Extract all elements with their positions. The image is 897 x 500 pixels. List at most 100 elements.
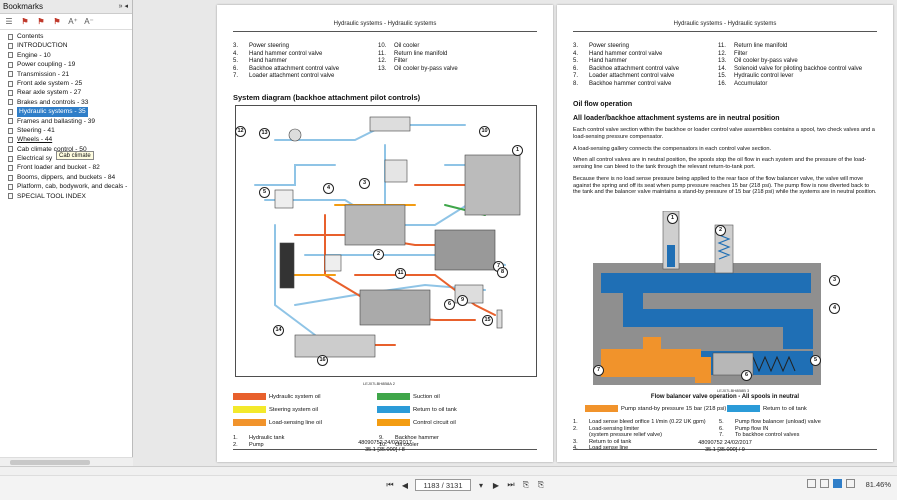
bookmark-label: Power coupling - 19 bbox=[17, 61, 76, 69]
continuous-view-icon[interactable] bbox=[820, 479, 829, 488]
bookmark-item[interactable]: Platform, cab, bodywork, and decals - bbox=[0, 182, 132, 191]
bookmark-item[interactable]: Booms, dippers, and buckets - 84 bbox=[0, 173, 132, 182]
item-number: 11. bbox=[718, 43, 726, 49]
bookmark-page-icon bbox=[8, 90, 13, 97]
bookmark-item[interactable]: Electrical sy bbox=[0, 154, 132, 163]
previous-page-icon[interactable]: ◀ bbox=[401, 480, 409, 490]
list-item: 6.Pump flow IN bbox=[719, 426, 821, 433]
bookmark-label: Booms, dippers, and buckets - 84 bbox=[17, 173, 116, 181]
color-key-entry: Return to oil tank bbox=[377, 406, 457, 413]
bookmark-item[interactable]: Cab climate control - 50 bbox=[0, 145, 132, 154]
figure-title: Flow balancer valve operation - All spoo… bbox=[650, 394, 800, 400]
facing-view-icon[interactable] bbox=[833, 479, 842, 488]
bookmark-label: Engine - 10 bbox=[17, 51, 51, 59]
item-number: 14. bbox=[718, 65, 727, 72]
bookmark-delete-icon[interactable]: ⚑ bbox=[37, 17, 45, 26]
item-number: 15. bbox=[718, 73, 727, 80]
back-view-icon[interactable]: ⎘ bbox=[522, 480, 530, 489]
callout-number: 6 bbox=[741, 370, 752, 381]
bookmark-item[interactable]: Wheels - 44 bbox=[0, 135, 132, 144]
list-item: 10.Oil cooler bbox=[378, 43, 458, 51]
bookmark-item[interactable]: Front axle system - 25 bbox=[0, 79, 132, 88]
list-item: 5.Hand hammer bbox=[233, 58, 378, 66]
item-number: 16. bbox=[718, 80, 727, 87]
bookmark-page-icon bbox=[8, 183, 13, 190]
item-text: Load sense bleed orifice 1 l/min (0.22 U… bbox=[589, 419, 706, 425]
bookmark-page-icon bbox=[8, 193, 13, 200]
page-number-input[interactable]: 1183 / 3131 bbox=[415, 479, 471, 491]
list-item: 5.Hand hammer bbox=[573, 58, 718, 66]
status-bar: ⏮ ◀ 1183 / 3131 ▾ ▶ ⏭ ⎘ ⎘ 81.46% bbox=[0, 466, 897, 500]
item-text: Hand hammer control valve bbox=[589, 50, 663, 57]
bookmark-item[interactable]: Brakes and controls - 33 bbox=[0, 98, 132, 107]
item-text: Hand hammer control valve bbox=[249, 50, 323, 57]
font-increase-icon[interactable]: A⁺ bbox=[68, 17, 78, 26]
paragraph: A load-sensing gallery connects the comp… bbox=[573, 146, 772, 152]
bookmark-item[interactable]: Rear axle system - 27 bbox=[0, 88, 132, 97]
footer-page-number: 35.1 [35.000] / 8 bbox=[365, 447, 405, 453]
bookmark-add-icon[interactable]: ⚑ bbox=[21, 17, 29, 26]
color-key-entry: Control circuit oil bbox=[377, 419, 456, 426]
footer-doc-id: 48090752 24/02/2017 bbox=[358, 440, 412, 446]
panel-collapse-controls[interactable]: » ◂ bbox=[118, 3, 128, 10]
bookmark-item[interactable]: Frames and ballasting - 39 bbox=[0, 117, 132, 126]
header-rule bbox=[233, 31, 537, 32]
bookmark-page-icon bbox=[8, 108, 13, 115]
callout-number: 12 bbox=[235, 126, 246, 137]
color-key-entry: Hydraulic system oil bbox=[233, 393, 321, 400]
callout-number: 2 bbox=[373, 249, 384, 260]
bookmark-item[interactable]: Engine - 10 bbox=[0, 51, 132, 60]
zoom-level[interactable]: 81.46% bbox=[865, 480, 891, 489]
page-header: Hydraulic systems - Hydraulic systems bbox=[333, 21, 437, 27]
bookmark-list-icon[interactable]: ☰ bbox=[5, 17, 13, 26]
item-text: Return line manifold bbox=[394, 50, 448, 57]
bookmark-item[interactable]: INTRODUCTION bbox=[0, 41, 132, 50]
list-item: 1.Hydraulic tank bbox=[233, 435, 284, 442]
item-text: Hand hammer bbox=[589, 58, 628, 65]
scroll-thumb[interactable] bbox=[10, 460, 90, 465]
view-mode-buttons bbox=[807, 479, 855, 488]
bookmark-item[interactable]: Contents bbox=[0, 32, 132, 41]
panel-horizontal-scrollbar[interactable] bbox=[0, 457, 133, 466]
item-number bbox=[573, 432, 589, 439]
next-page-icon[interactable]: ▶ bbox=[492, 480, 500, 490]
list-item: 6.Backhoe attachment control valve bbox=[233, 66, 378, 74]
bookmark-item[interactable]: Transmission - 21 bbox=[0, 70, 132, 79]
list-item: 12.Filter bbox=[718, 51, 862, 59]
bookmark-item[interactable]: Hydraulic systems - 35 bbox=[0, 107, 132, 117]
bookmark-label: SPECIAL TOOL INDEX bbox=[17, 192, 86, 200]
item-number: 1. bbox=[573, 419, 578, 425]
font-decrease-icon[interactable]: A⁻ bbox=[84, 17, 94, 26]
item-number: 12. bbox=[718, 50, 727, 57]
callout-number: 1 bbox=[512, 145, 523, 156]
list-item: 3.Power steering bbox=[233, 43, 378, 51]
forward-view-icon[interactable]: ⎘ bbox=[537, 480, 545, 489]
first-page-icon[interactable]: ⏮ bbox=[386, 480, 394, 489]
page-dropdown-icon[interactable]: ▾ bbox=[478, 480, 483, 490]
bookmarks-toolbar: ☰ ⚑ ⚑ ⚑ A⁺ A⁻ bbox=[0, 14, 132, 30]
bookmark-expand-icon[interactable]: ⚑ bbox=[53, 17, 61, 26]
key-label: Steering system oil bbox=[269, 406, 318, 413]
item-text: Pump bbox=[249, 441, 264, 448]
bookmark-item[interactable]: Steering - 41 bbox=[0, 126, 132, 135]
document-horizontal-scrollbar[interactable] bbox=[0, 467, 897, 476]
single-page-view-icon[interactable] bbox=[807, 479, 816, 488]
bookmark-item[interactable]: SPECIAL TOOL INDEX bbox=[0, 192, 132, 201]
color-key-entry: Steering system oil bbox=[233, 406, 318, 413]
list-item: 9.Backhoe hammer bbox=[379, 435, 439, 442]
last-page-icon[interactable]: ⏭ bbox=[507, 480, 515, 489]
key-label: Load-sensing line oil bbox=[269, 419, 322, 426]
bookmark-item[interactable]: Power coupling - 19 bbox=[0, 60, 132, 69]
continuous-facing-view-icon[interactable] bbox=[846, 479, 855, 488]
list-item: 4.Hand hammer control valve bbox=[233, 51, 378, 59]
list-item: 6.Backhoe attachment control valve bbox=[573, 66, 718, 74]
bookmark-label: Front loader and bucket - 82 bbox=[17, 164, 100, 172]
diagram-title: System diagram (backhoe attachment pilot… bbox=[233, 93, 421, 102]
bookmark-page-icon bbox=[8, 127, 13, 134]
bookmark-page-icon bbox=[8, 43, 13, 50]
bookmark-item[interactable]: Front loader and bucket - 82 bbox=[0, 163, 132, 172]
item-text: Backhoe attachment control valve bbox=[249, 65, 340, 72]
document-page-8: Hydraulic systems - Hydraulic systems 3.… bbox=[217, 5, 553, 462]
